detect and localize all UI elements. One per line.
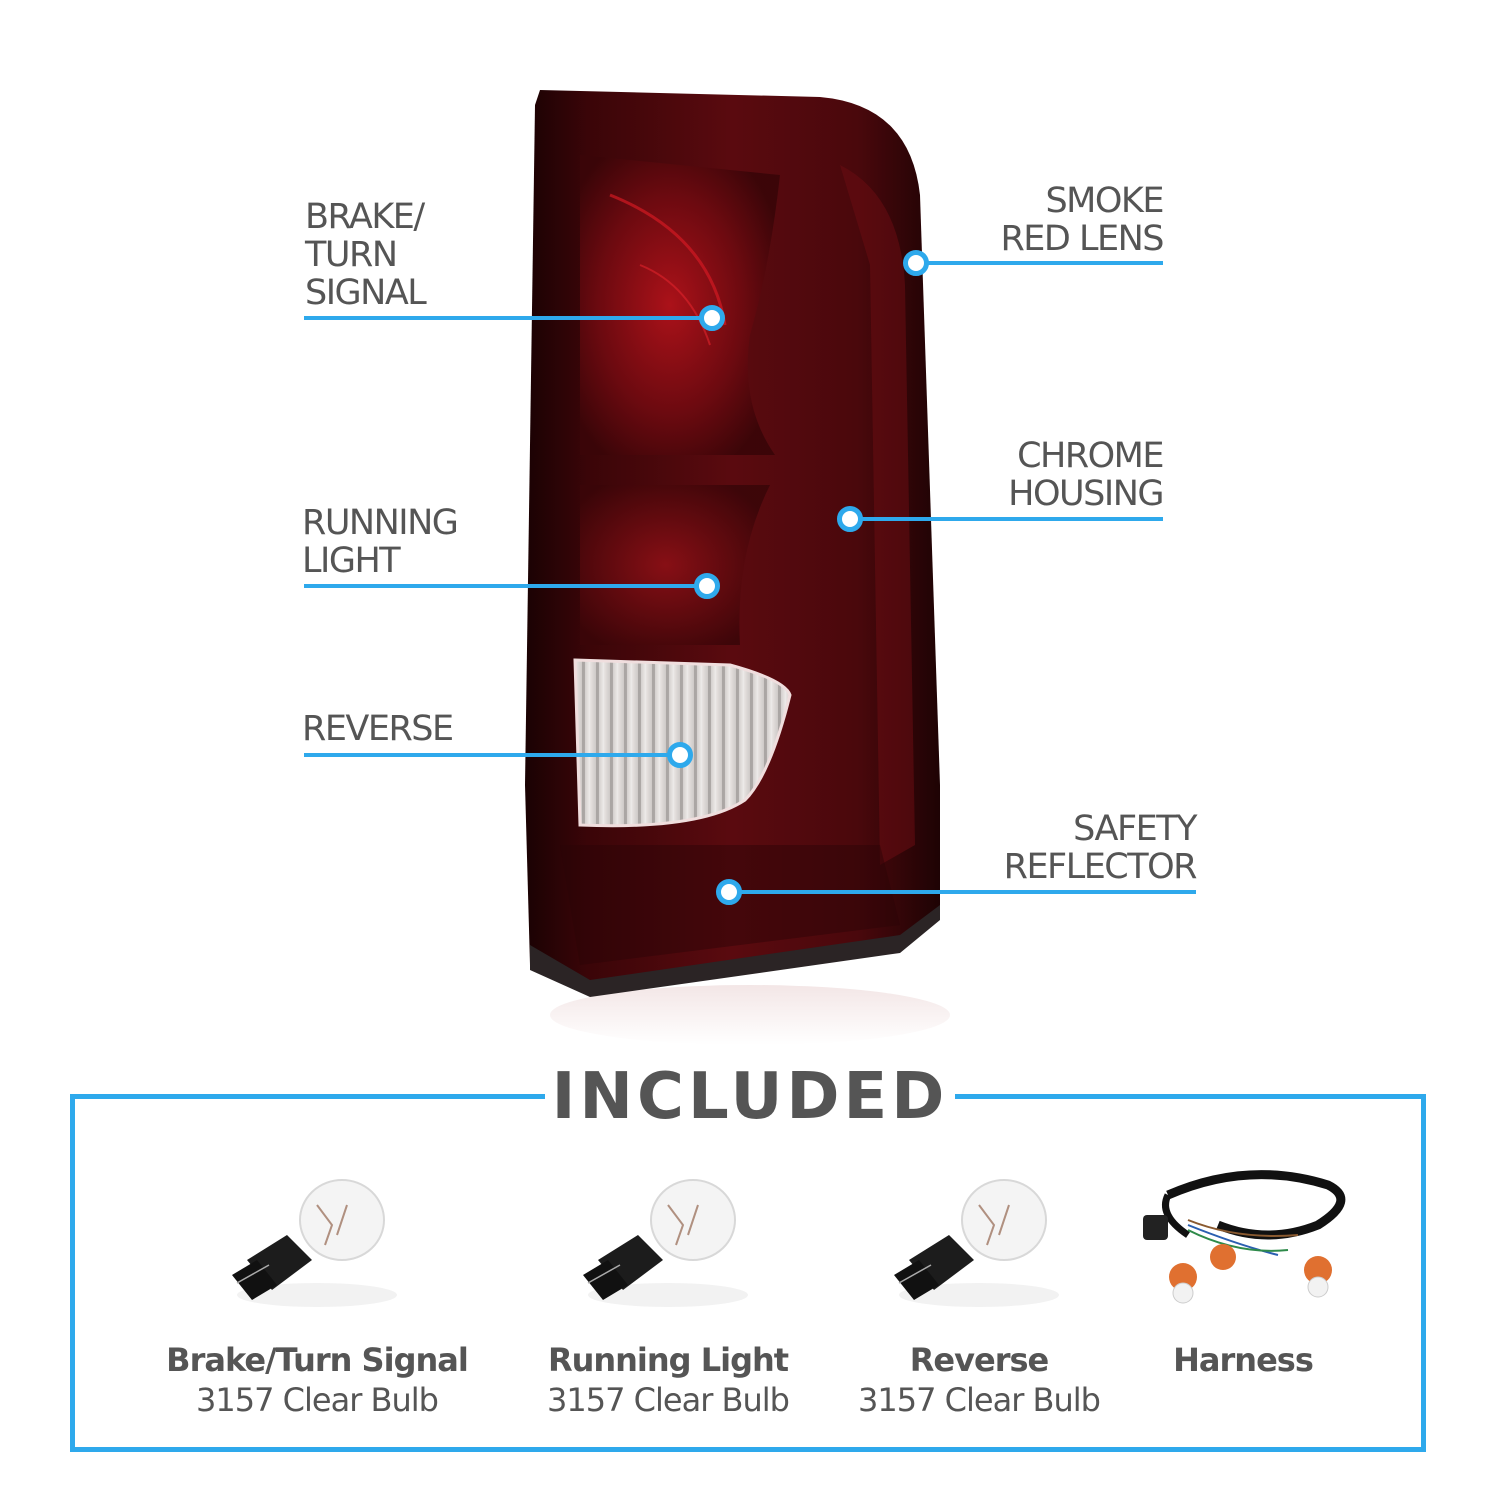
callout-safety-reflector-dot — [716, 879, 742, 905]
callout-line: SAFETY — [1073, 809, 1197, 849]
tail-light-image — [520, 85, 960, 1045]
callout-safety-reflector-label: SAFETY REFLECTOR — [1003, 809, 1198, 887]
callout-reverse-dot — [667, 742, 693, 768]
item-name: Reverse — [909, 1341, 1049, 1379]
callout-line: SMOKE — [1045, 181, 1164, 221]
included-title-backdrop — [545, 1080, 955, 1120]
included-item-reverse-bulb: Reverse 3157 Clear Bulb — [809, 1165, 1149, 1420]
callout-line: RED LENS — [1000, 219, 1164, 259]
bulb-icon — [498, 1165, 838, 1330]
callout-running-light-label: RUNNING LIGHT — [302, 503, 459, 581]
callout-smoke-red-lens-label: SMOKE RED LENS — [1000, 181, 1164, 259]
callout-smoke-red-lens-line — [922, 261, 1163, 265]
callout-line: REVERSE — [302, 709, 454, 749]
callout-running-light-dot — [694, 573, 720, 599]
callout-reverse-line — [304, 753, 674, 757]
item-detail: 3157 Clear Bulb — [858, 1381, 1101, 1419]
callout-line: BRAKE/ — [305, 197, 425, 237]
callout-line: SIGNAL — [305, 273, 427, 313]
callout-line: REFLECTOR — [1003, 847, 1198, 887]
item-detail: 3157 Clear Bulb — [196, 1381, 439, 1419]
callout-chrome-housing-dot — [837, 506, 863, 532]
callout-chrome-housing-line — [856, 517, 1163, 521]
item-name: Running Light — [547, 1341, 789, 1379]
included-item-harness: Harness — [1073, 1165, 1413, 1380]
callout-brake-turn-signal-dot — [699, 305, 725, 331]
callout-smoke-red-lens-dot — [903, 250, 929, 276]
callout-chrome-housing-label: CHROME HOUSING — [1008, 436, 1164, 514]
callout-brake-turn-signal-line — [304, 316, 702, 320]
item-name: Harness — [1173, 1341, 1314, 1379]
included-item-brake-turn-bulb: Brake/Turn Signal 3157 Clear Bulb — [147, 1165, 487, 1420]
callout-line: TURN — [305, 235, 398, 275]
callout-line: CHROME — [1017, 436, 1164, 476]
callout-safety-reflector-line — [735, 890, 1196, 894]
callout-running-light-line — [304, 584, 699, 588]
bulb-icon — [809, 1165, 1149, 1330]
wiring-harness-icon — [1073, 1165, 1413, 1330]
callout-line: HOUSING — [1008, 474, 1164, 514]
included-title: INCLUDED — [551, 1060, 949, 1134]
item-detail: 3157 Clear Bulb — [547, 1381, 790, 1419]
included-item-running-light-bulb: Running Light 3157 Clear Bulb — [498, 1165, 838, 1420]
callout-reverse-label: REVERSE — [302, 709, 454, 749]
callout-line: LIGHT — [302, 541, 401, 581]
callout-brake-turn-signal-label: BRAKE/ TURN SIGNAL — [305, 197, 427, 313]
bulb-icon — [147, 1165, 487, 1330]
callout-line: RUNNING — [302, 503, 459, 543]
item-name: Brake/Turn Signal — [166, 1341, 469, 1379]
